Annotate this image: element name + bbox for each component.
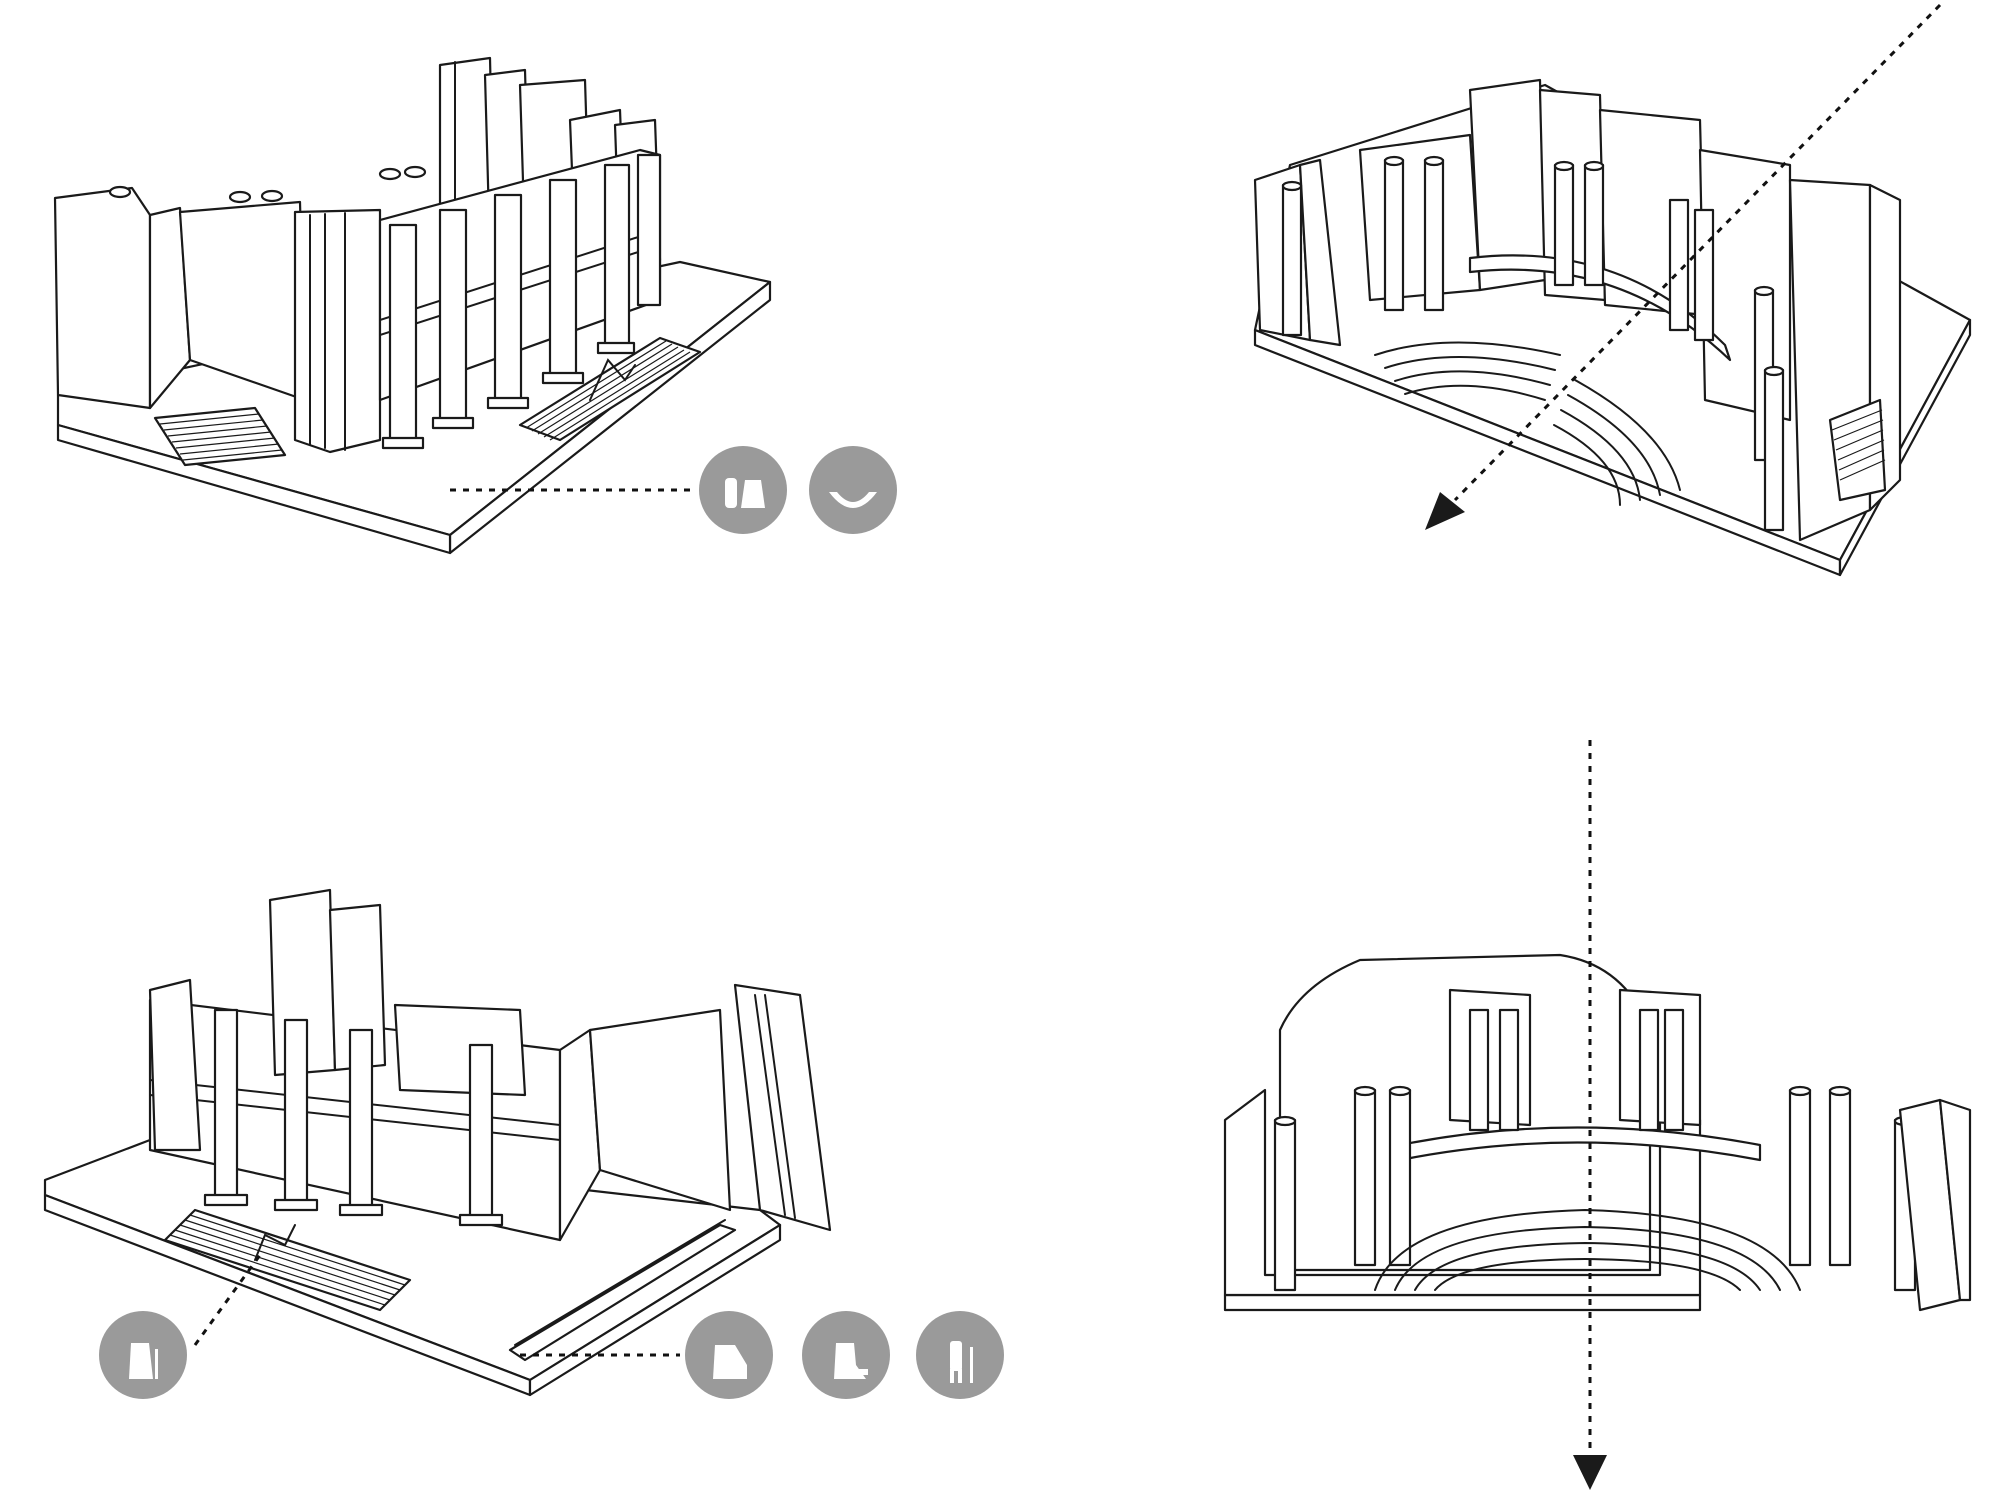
panel-interior-cut-vertical	[1223, 740, 1972, 1490]
panel-front-axonometric	[53, 56, 897, 555]
front-columns	[381, 153, 662, 450]
column-stubs	[108, 165, 427, 204]
front-stair-band	[163, 1208, 412, 1312]
crouching-person-icon	[802, 1311, 890, 1399]
standing-cane-icon	[916, 1311, 1004, 1399]
stair-right	[518, 336, 702, 442]
interior-columns	[1281, 155, 1785, 532]
panel-interior-cut-diagonal	[1253, 3, 1972, 577]
elderly-cane-icon	[99, 1311, 187, 1399]
smiling-face-icon	[809, 446, 897, 534]
interior-columns-vertical	[1273, 1008, 1917, 1292]
stair-left	[153, 406, 287, 467]
vertical-arrow-head	[1573, 1455, 1607, 1490]
amphitheatre-steps-vertical	[1374, 1208, 1801, 1291]
couple-icon	[699, 446, 787, 534]
leader-line-left	[193, 1254, 262, 1346]
diagonal-arrow-head	[1425, 492, 1465, 530]
panel-back-axonometric	[43, 888, 1004, 1399]
back-columns	[203, 1008, 504, 1227]
amphitheatre-steps	[1374, 341, 1681, 506]
diagonal-dotted-arrow	[1453, 3, 1942, 502]
seated-person-icon	[685, 1311, 773, 1399]
